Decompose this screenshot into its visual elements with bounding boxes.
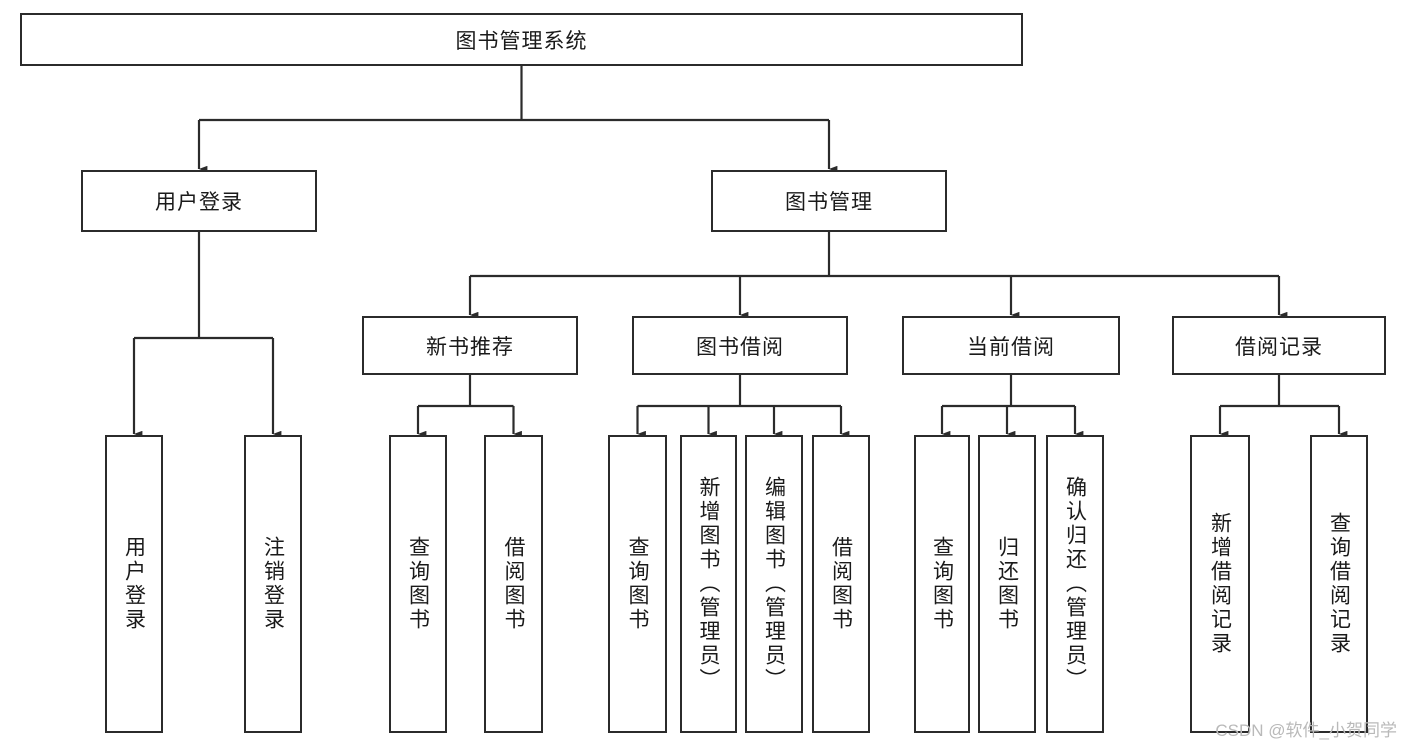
node-leaf-query-book-2[interactable]: 查询图书 bbox=[608, 435, 667, 733]
node-new-book-recommend[interactable]: 新书推荐 bbox=[362, 316, 578, 375]
node-leaf-user-login[interactable]: 用户登录 bbox=[105, 435, 163, 733]
node-book-borrow[interactable]: 图书借阅 bbox=[632, 316, 848, 375]
node-leaf-add-book[interactable]: 新增图书（管理员） bbox=[680, 435, 737, 733]
node-label: 用户登录 bbox=[155, 191, 243, 214]
node-leaf-borrow-book-1[interactable]: 借阅图书 bbox=[484, 435, 543, 733]
node-label: 图书管理系统 bbox=[455, 29, 588, 53]
node-label: 借阅图书 bbox=[502, 536, 525, 632]
node-current-borrow[interactable]: 当前借阅 bbox=[902, 316, 1120, 375]
node-leaf-user-logout[interactable]: 注销登录 bbox=[244, 435, 302, 733]
node-label: 新增借阅记录 bbox=[1208, 512, 1232, 656]
node-label: 图书借阅 bbox=[696, 335, 784, 359]
node-label: 查询图书 bbox=[930, 536, 954, 632]
node-borrow-record[interactable]: 借阅记录 bbox=[1172, 316, 1386, 375]
node-label: 查询借阅记录 bbox=[1327, 512, 1351, 656]
node-leaf-add-record[interactable]: 新增借阅记录 bbox=[1190, 435, 1250, 733]
node-label: 借阅图书 bbox=[829, 536, 853, 632]
node-label: 用户登录 bbox=[122, 536, 146, 632]
node-label: 查询图书 bbox=[406, 536, 430, 632]
node-label: 图书管理 bbox=[785, 191, 873, 214]
node-label: 注销登录 bbox=[261, 536, 285, 632]
node-label: 新书推荐 bbox=[426, 335, 514, 359]
node-book-manage[interactable]: 图书管理 bbox=[711, 170, 947, 232]
node-label: 归还图书 bbox=[995, 536, 1019, 632]
node-label: 编辑图书（管理员） bbox=[762, 476, 786, 692]
node-user-login[interactable]: 用户登录 bbox=[81, 170, 317, 232]
node-label: 查询图书 bbox=[626, 536, 649, 632]
node-leaf-edit-book[interactable]: 编辑图书（管理员） bbox=[745, 435, 803, 733]
node-label: 借阅记录 bbox=[1235, 335, 1323, 359]
node-leaf-query-book-1[interactable]: 查询图书 bbox=[389, 435, 447, 733]
node-label: 当前借阅 bbox=[967, 335, 1055, 359]
node-leaf-query-book-3[interactable]: 查询图书 bbox=[914, 435, 970, 733]
node-leaf-return-book[interactable]: 归还图书 bbox=[978, 435, 1036, 733]
node-leaf-confirm-return[interactable]: 确认归还（管理员） bbox=[1046, 435, 1104, 733]
watermark: CSDN @软件_小贺同学 bbox=[1215, 721, 1397, 740]
node-leaf-query-record[interactable]: 查询借阅记录 bbox=[1310, 435, 1368, 733]
node-leaf-borrow-book-2[interactable]: 借阅图书 bbox=[812, 435, 870, 733]
node-label: 确认归还（管理员） bbox=[1063, 476, 1087, 692]
node-root[interactable]: 图书管理系统 bbox=[20, 13, 1023, 66]
node-label: 新增图书（管理员） bbox=[697, 476, 720, 692]
